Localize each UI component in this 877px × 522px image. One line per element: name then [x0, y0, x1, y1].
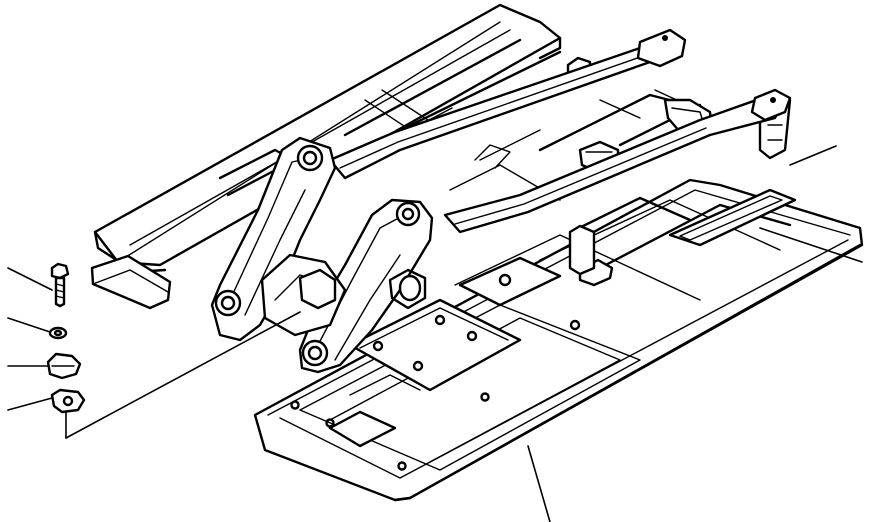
left-frame-foot — [90, 254, 172, 310]
cap-plate — [46, 352, 82, 380]
bolt — [50, 262, 70, 308]
mount-plate — [290, 224, 614, 471]
left-frame-rail — [93, 3, 562, 274]
right-hinge-bracket — [298, 198, 434, 374]
upper-arm-left — [328, 28, 687, 180]
washer — [48, 326, 68, 340]
flange-plate — [50, 388, 86, 414]
left-hinge-bracket — [210, 136, 337, 342]
leader-lines — [7, 145, 863, 522]
upper-arm-right — [443, 88, 792, 234]
slotted-plate — [668, 188, 797, 247]
center-body — [260, 253, 427, 337]
